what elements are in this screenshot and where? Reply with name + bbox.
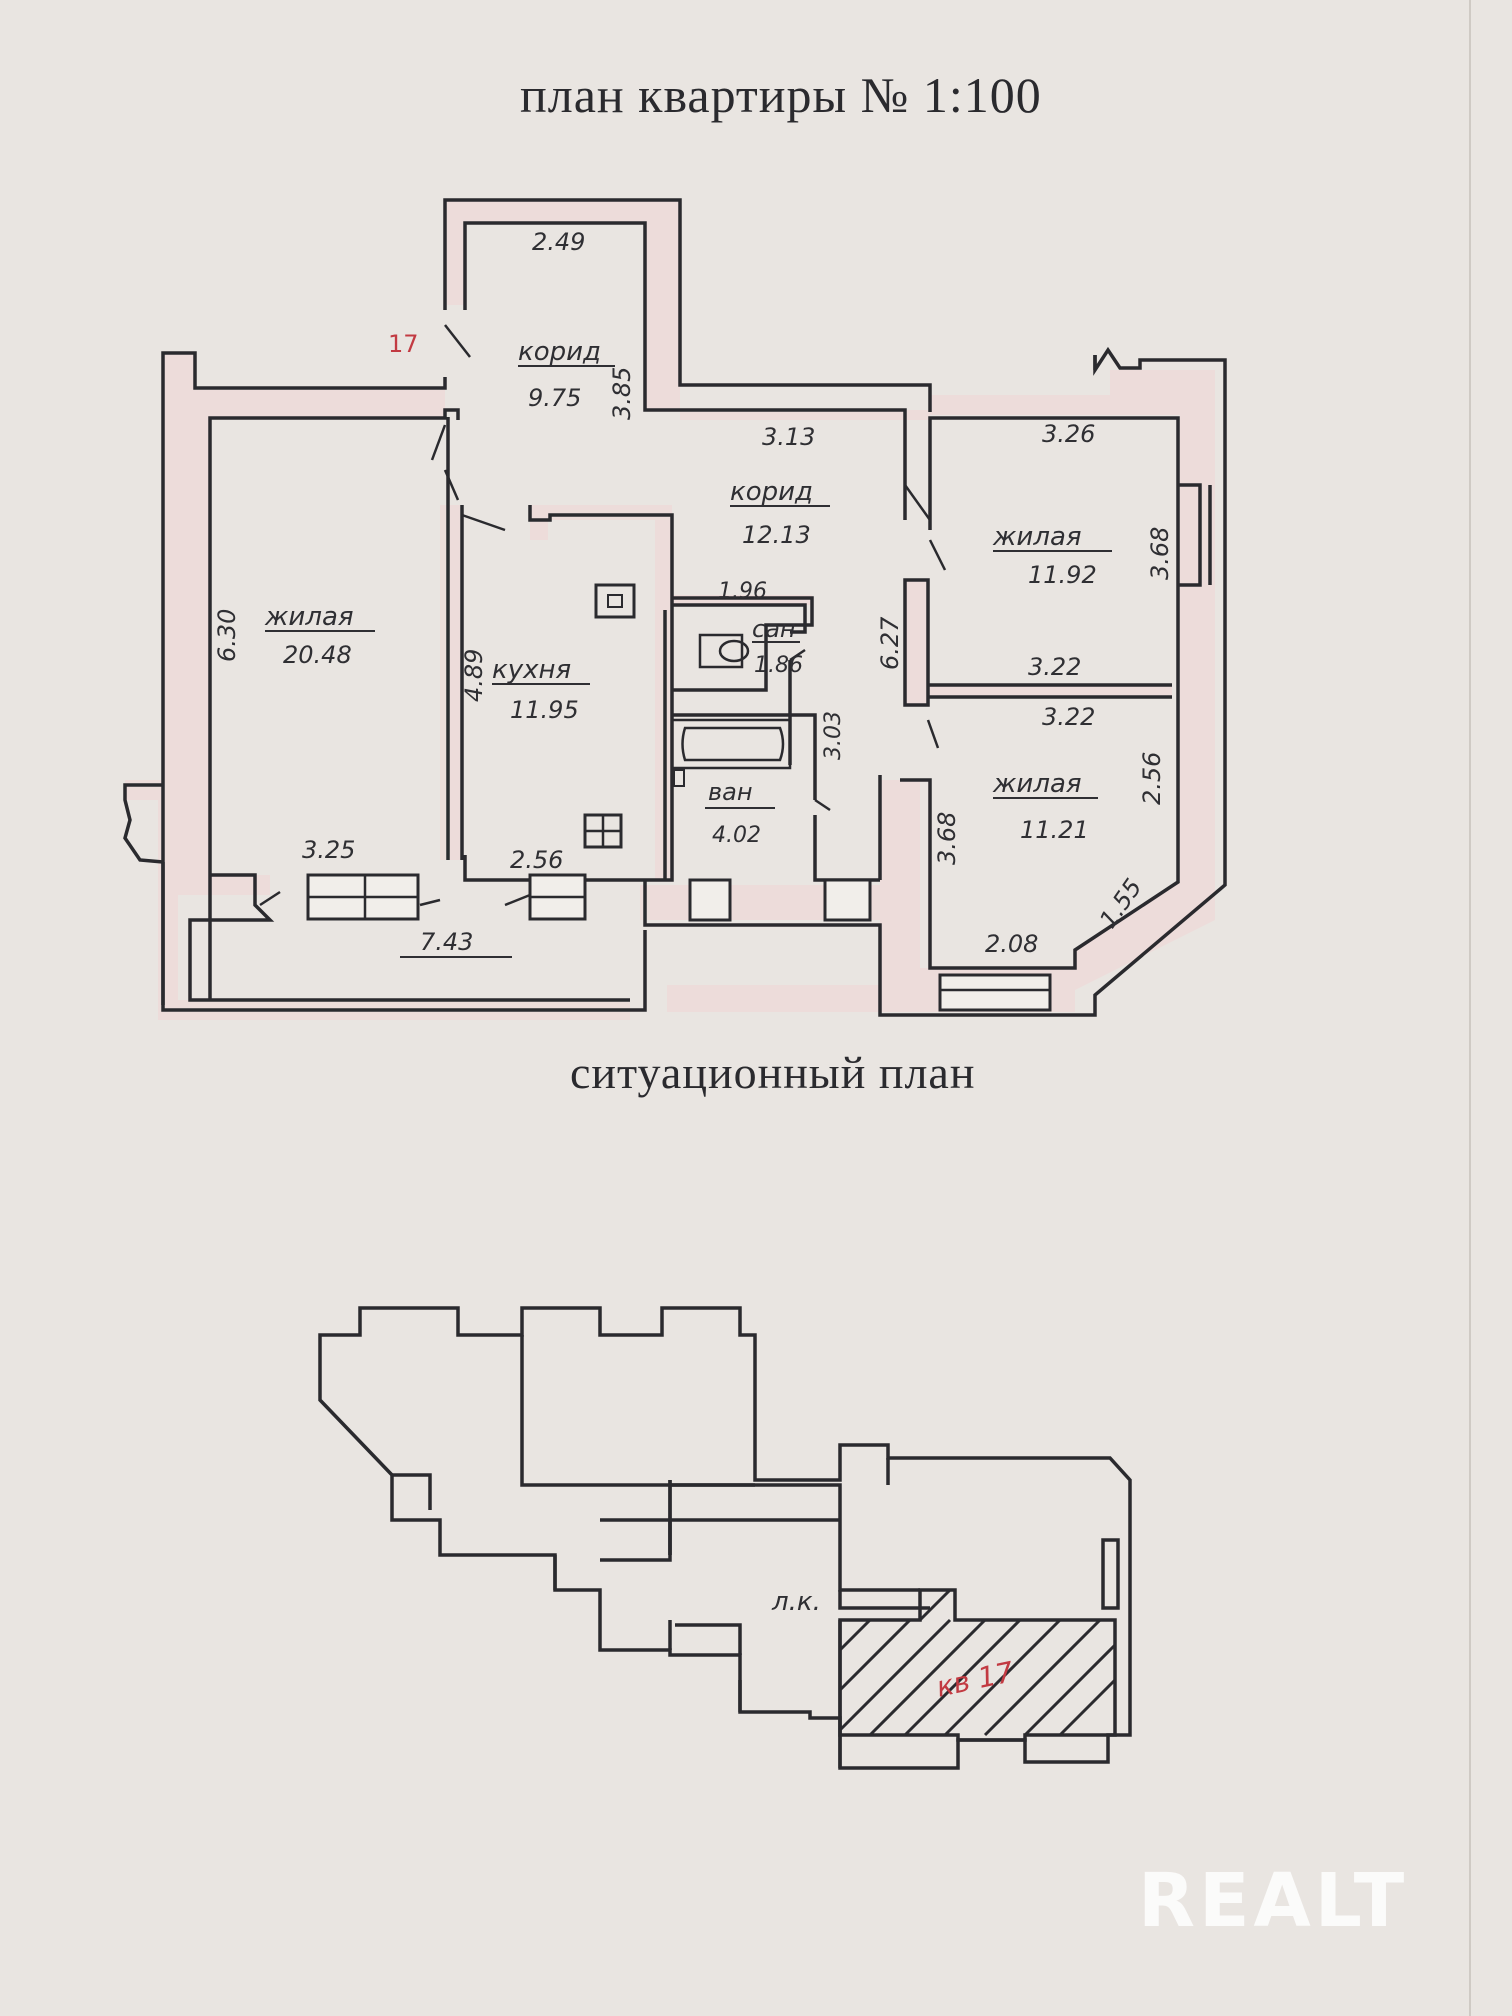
room-name-living-2: жилая: [992, 522, 1082, 552]
door-swings: [259, 324, 947, 907]
plan-title: план квартиры № 1:100: [520, 67, 1042, 123]
room-area-corridor-1: 9.75: [528, 384, 581, 412]
room-name-living-3: жилая: [992, 769, 1082, 799]
room-name-corridor-2: корид: [730, 477, 813, 507]
room-area-bath: 4.02: [712, 823, 761, 848]
situation-plan: л.к. кв 17: [318, 1306, 1132, 1770]
room-area-living-2: 11.92: [1028, 561, 1097, 589]
room-area-wc: 1.86: [754, 653, 803, 678]
room-area-kitchen: 11.95: [510, 696, 579, 724]
dim-corridor-side: 3.85: [608, 367, 636, 420]
situation-plan-title: ситуационный план: [570, 1047, 976, 1098]
dim-bedroom2-right: 2.56: [1138, 752, 1166, 805]
room-area-living-1: 20.48: [283, 641, 352, 669]
dim-bedroom-side: 3.68: [1146, 527, 1174, 580]
dim-bedroom2-bottom: 2.08: [985, 930, 1038, 958]
wall-outlines: [123, 198, 1227, 1017]
stair-label: л.к.: [771, 1587, 821, 1617]
room-name-living-1: жилая: [264, 602, 354, 632]
room-name-wc: сан: [752, 615, 796, 643]
dim-bath-side: 3.03: [821, 711, 846, 760]
dim-bedroom2-left: 3.68: [933, 812, 961, 865]
dim-bedroom2-top: 3.22: [1042, 703, 1095, 731]
apartment-hatching: [838, 1588, 1117, 1737]
room-name-kitchen: кухня: [492, 655, 571, 685]
dim-corridor-top: 2.49: [532, 228, 585, 256]
dim-wc-top: 1.96: [718, 579, 767, 604]
room-name-corridor-1: корид: [518, 337, 601, 367]
dim-hall-side: 6.27: [876, 616, 904, 670]
dim-bedroom-top: 3.26: [1042, 420, 1095, 448]
dim-hall-top: 3.13: [762, 423, 815, 451]
windows: [306, 873, 1052, 1012]
apartment-17-label: кв 17: [933, 1655, 1016, 1704]
dim-balcony: 7.43: [420, 928, 473, 956]
apartment-number: 17: [388, 330, 419, 358]
dim-living-bottom: 3.25: [302, 836, 355, 864]
dim-kitchen-side: 4.89: [460, 649, 488, 702]
dim-living-side: 6.30: [213, 609, 241, 662]
dim-kitchen-bottom: 2.56: [510, 846, 563, 874]
fixtures: [583, 583, 792, 849]
room-name-bath: ван: [708, 778, 753, 806]
room-area-corridor-2: 12.13: [742, 521, 811, 549]
room-area-living-3: 11.21: [1020, 816, 1089, 844]
dim-bedroom-bottom: 3.22: [1028, 653, 1081, 681]
realt-watermark-logo: REALT: [1138, 1858, 1409, 1944]
plan-annotations: 17 корид 9.75 корид 12.13 жилая 20.48 ку…: [213, 228, 1174, 958]
